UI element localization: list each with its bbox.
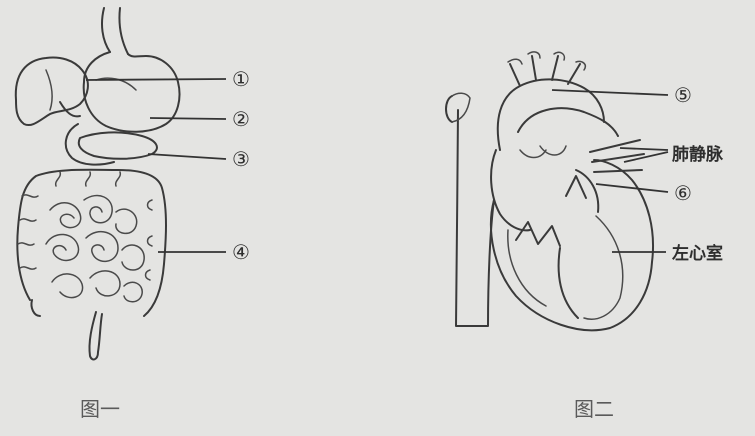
stomach [84,52,180,132]
figure-1-caption: 图一 [80,397,120,421]
tricuspid-valve [516,222,560,246]
leader-line-3 [148,154,226,159]
left-ventricle-wall [584,216,623,319]
figure-2-caption: 图二 [574,397,614,421]
leader-line-6 [596,184,668,192]
small-intestine [46,196,144,302]
figure-2-heart: ⑤ 肺静脉 ⑥ 左心室 图二 [446,52,724,421]
leader-line-5 [552,90,668,95]
label-1: ① [232,67,250,91]
large-intestine [17,170,166,316]
aorta [498,56,604,150]
interventricular-septum [559,248,578,318]
vena-cava [446,96,494,326]
leader-line-1 [86,79,226,80]
label-4: ④ [232,240,250,264]
label-5: ⑤ [674,83,692,107]
left-atrium [576,170,598,212]
semilunar-valves [520,146,566,158]
label-2: ② [232,107,250,131]
appendix [31,300,40,316]
rectum [89,312,102,359]
mitral-valve [566,176,586,198]
leader-line-2 [150,118,226,119]
figure-1-digestive-system: ① ② ③ ④ 图一 [16,8,250,421]
label-pulmonary-veins: 肺静脉 [672,144,724,165]
pancreas [79,132,157,158]
leader-line-pulmonary-vein-a [620,148,668,150]
label-left-ventricle: 左心室 [672,243,723,264]
esophagus [102,8,128,54]
label-6: ⑥ [674,181,692,205]
right-atrium [491,150,530,230]
label-3: ③ [232,147,250,171]
